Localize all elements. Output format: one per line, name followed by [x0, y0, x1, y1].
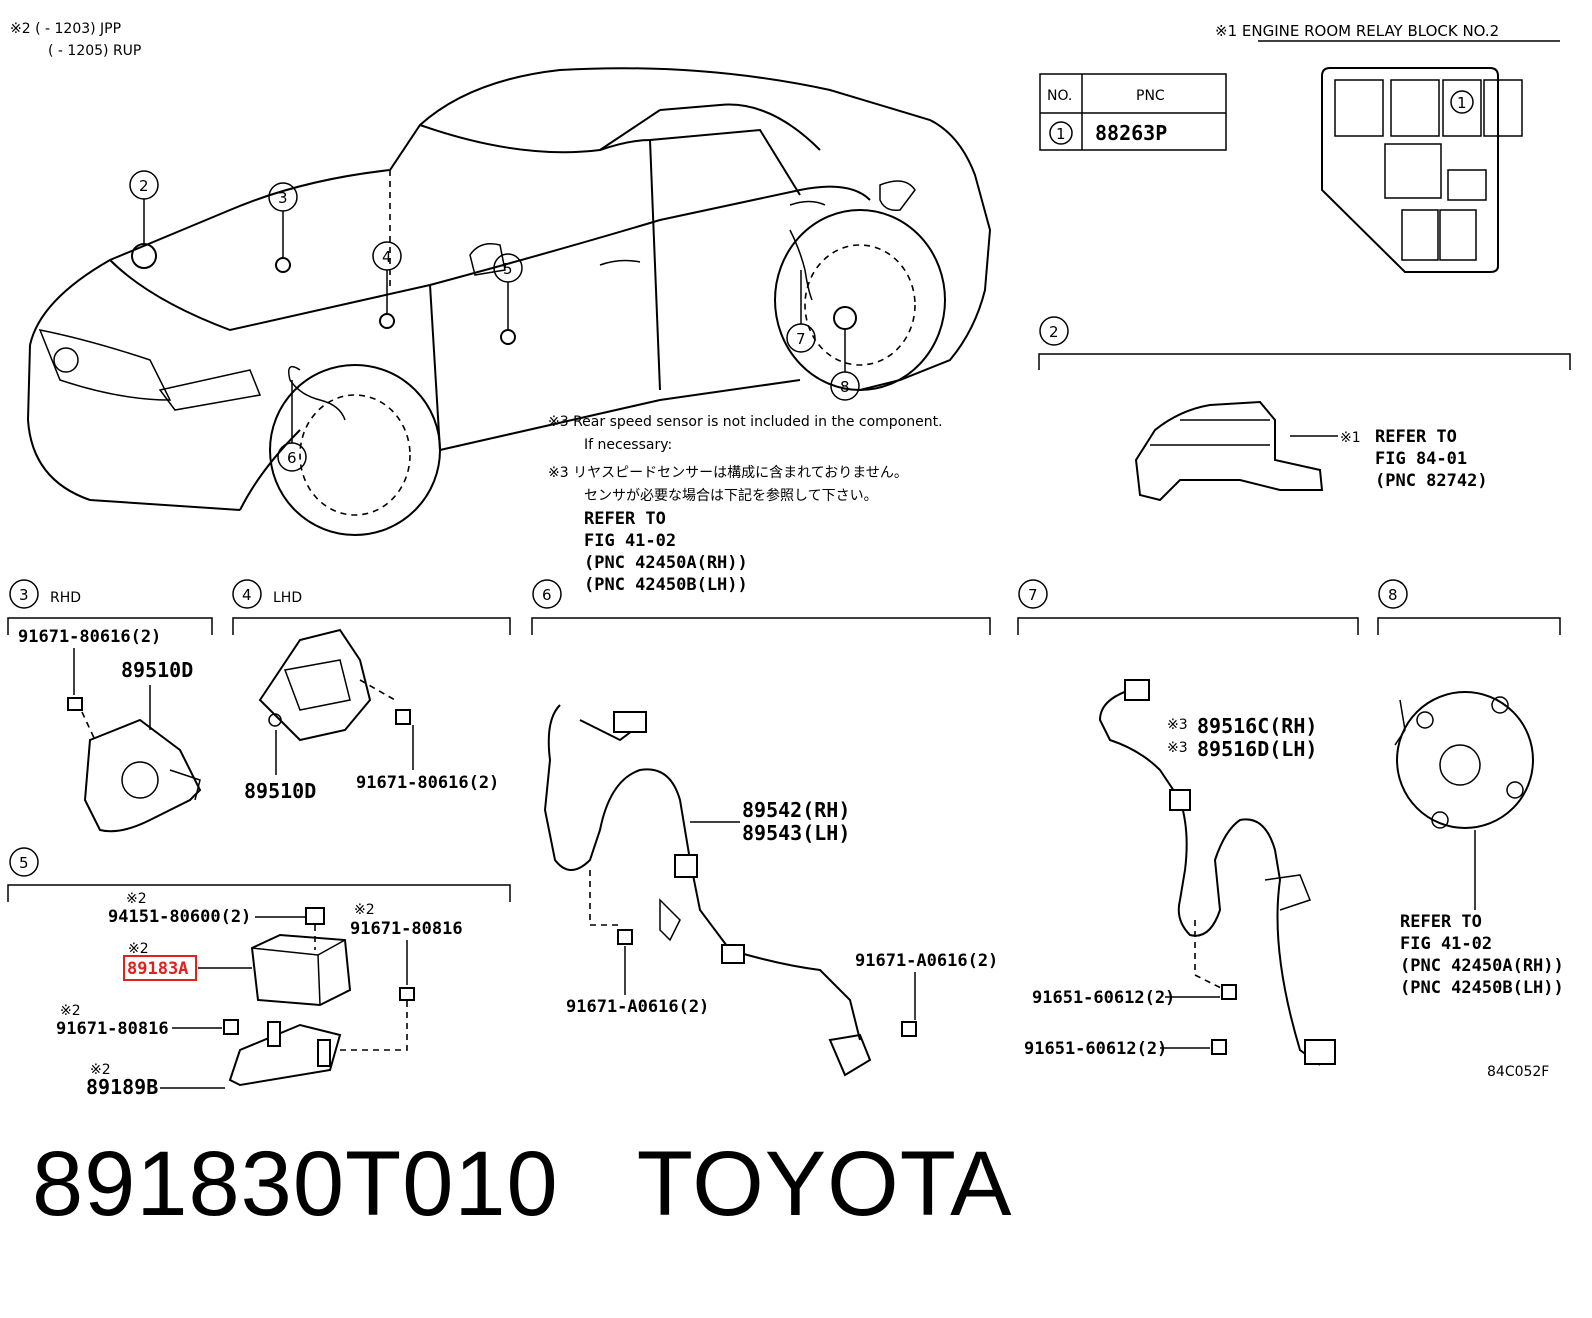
section-7-sensor-rh: 89516C(RH): [1197, 714, 1317, 738]
section-3: 3 RHD 91671-80616(2) 89510D: [7, 579, 213, 833]
section-5-bolt1-mark: ※2: [354, 902, 375, 918]
callout-3: 3: [278, 189, 288, 207]
market-note-2: ( - 1205) RUP: [48, 43, 141, 59]
figure-code: 84C052F: [1487, 1064, 1549, 1080]
callout-4: 4: [382, 248, 392, 266]
section-7: 7 ※3 89516C(RH) ※3 89516D(LH) 91651-6061…: [1017, 579, 1359, 1066]
section-7-bolt2: 91651-60612(2): [1024, 1039, 1167, 1059]
section-6-sensor-rh: 89542(RH): [742, 798, 850, 822]
relay-marker: 1: [1457, 94, 1467, 112]
part-highlight-box: [123, 955, 197, 981]
section-8-ref2: FIG 41-02: [1400, 934, 1492, 954]
table-header-pnc: PNC: [1136, 88, 1165, 104]
pnc-table: NO. PNC 1 88263P: [1039, 73, 1227, 151]
section-2-ref1: REFER TO: [1375, 427, 1457, 447]
callout-7: 7: [796, 330, 806, 348]
section-2-ref3: (PNC 82742): [1375, 471, 1488, 491]
table-row-pnc: 88263P: [1095, 121, 1167, 145]
section-5-sensor-mark: ※2: [128, 941, 149, 957]
relay-block-title: ※1 ENGINE ROOM RELAY BLOCK NO.2: [1215, 22, 1499, 40]
note-ref-line4: (PNC 42450B(LH)): [584, 575, 748, 595]
note-en-line2: If necessary:: [584, 437, 672, 453]
section-6-bolt2: 91671-A0616(2): [855, 951, 998, 971]
section-5-bracket: 89189B: [86, 1075, 158, 1099]
section-3-num: 3: [19, 586, 29, 604]
section-4-num: 4: [242, 586, 252, 604]
section-7-mark1: ※3: [1167, 717, 1188, 733]
car-callouts: 2 3 4 5 6 7 8: [129, 170, 860, 472]
section-5-bracket-mark: ※2: [90, 1062, 111, 1078]
section-2-ref2: FIG 84-01: [1375, 449, 1467, 469]
section-3-bolt: 91671-80616(2): [18, 627, 161, 647]
table-row-no: 1: [1056, 125, 1066, 143]
section-5-bolt2-mark: ※2: [60, 1003, 81, 1019]
section-5: 5 ※2 94151-80600(2) ※2 91671-80816 ※2 89…: [7, 847, 511, 1099]
relay-block-drawing: 1: [1321, 67, 1523, 273]
section-3-part: 89510D: [121, 658, 193, 682]
section-8-num: 8: [1388, 586, 1398, 604]
section-2-num: 2: [1049, 323, 1059, 341]
section-7-bolt1: 91651-60612(2): [1032, 988, 1175, 1008]
callout-8: 8: [840, 378, 850, 396]
note-ref-line1: REFER TO: [584, 509, 666, 529]
section-4-label: LHD: [273, 590, 302, 606]
section-2: 2 ※1 REFER TO FIG 84-01 (PNC 82742): [1038, 316, 1571, 502]
section-5-bolt1: 91671-80816: [350, 919, 463, 939]
note-jp-line1: ※3 リヤスピードセンサーは構成に含まれておりません。: [548, 465, 908, 481]
section-5-nut: 94151-80600(2): [108, 907, 251, 927]
section-6: 6 89542(RH) 89543(LH) 91671-A0616(2) 916…: [531, 579, 998, 1077]
section-3-label: RHD: [50, 590, 81, 606]
note-ref-line3: (PNC 42450A(RH)): [584, 553, 748, 573]
section-6-sensor-lh: 89543(LH): [742, 821, 850, 845]
note-ref-line2: FIG 41-02: [584, 531, 676, 551]
section-4-bolt: 91671-80616(2): [356, 773, 499, 793]
section-5-nut-mark: ※2: [126, 891, 147, 907]
section-6-num: 6: [542, 586, 552, 604]
market-note-1: ※2 ( - 1203) JPP: [10, 21, 121, 37]
section-8: 8 REFER TO FIG 41-02 (PNC 42450A(RH)) (P…: [1377, 579, 1564, 998]
section-4: 4 LHD 89510D 91671-80616(2): [232, 579, 511, 803]
section-8-ref4: (PNC 42450B(LH)): [1400, 978, 1564, 998]
section-7-num: 7: [1028, 586, 1038, 604]
table-header-no: NO.: [1047, 88, 1072, 104]
section-2-mark: ※1: [1340, 430, 1361, 446]
callout-2: 2: [139, 177, 149, 195]
note-en-line1: ※3 Rear speed sensor is not included in …: [548, 414, 943, 430]
callout-5: 5: [503, 260, 513, 278]
section-5-bolt2: 91671-80816: [56, 1019, 169, 1039]
section-5-num: 5: [19, 854, 29, 872]
note-jp-line2: センサが必要な場合は下記を参照して下さい。: [584, 487, 878, 504]
section-5-sensor: 89183A: [127, 959, 188, 979]
section-8-ref1: REFER TO: [1400, 912, 1482, 932]
callout-6: 6: [287, 449, 297, 467]
section-6-bolt1: 91671-A0616(2): [566, 997, 709, 1017]
part-number-title: 891830T010 TOYOTA: [32, 1133, 1013, 1235]
section-4-part: 89510D: [244, 779, 316, 803]
section-7-mark2: ※3: [1167, 740, 1188, 756]
section-8-ref3: (PNC 42450A(RH)): [1400, 956, 1564, 976]
section-7-sensor-lh: 89516D(LH): [1197, 737, 1317, 761]
